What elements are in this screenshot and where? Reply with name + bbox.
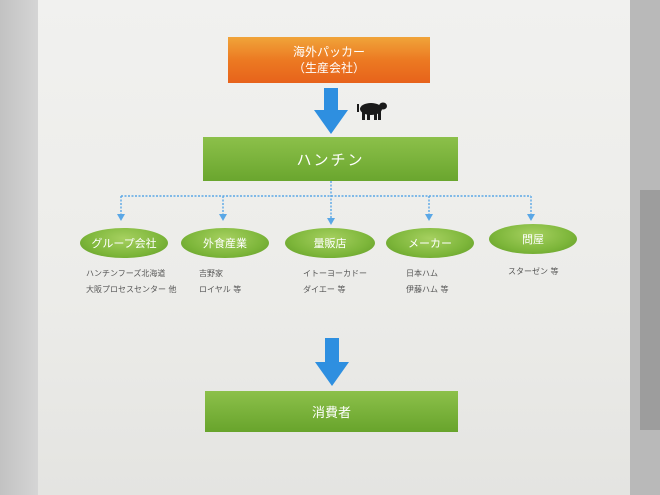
consumer-label: 消費者 <box>311 406 351 421</box>
detail-line: 吉野家 <box>199 269 223 278</box>
background-wall-left <box>0 0 40 495</box>
category-label: 問屋 <box>522 233 544 246</box>
arrow-down-icon <box>314 88 348 134</box>
background-wall-right <box>630 0 660 495</box>
hanchin-box: ハンチン <box>203 137 458 181</box>
arrow-down-icon <box>315 338 349 386</box>
category-details-food-service: 吉野家 ロイヤル 等 <box>199 266 241 298</box>
overseas-packer-sublabel: （生産会社） <box>292 61 365 75</box>
detail-line: スターゼン 等 <box>508 267 559 276</box>
detail-line: 日本ハム <box>406 269 438 278</box>
connector-arrowheads <box>117 214 535 225</box>
category-details-group-companies: ハンチンフーズ北海道 大阪プロセスセンター 他 <box>86 266 177 298</box>
category-label: メーカー <box>408 237 452 250</box>
category-details-wholesalers: スターゼン 等 <box>508 264 559 280</box>
category-pill-group-companies: グループ会社 <box>80 228 168 258</box>
category-label: 外食産業 <box>203 237 247 250</box>
detail-line: ダイエー 等 <box>303 285 346 294</box>
detail-line: 大阪プロセスセンター 他 <box>86 285 177 294</box>
category-label: グループ会社 <box>91 237 157 250</box>
category-details-mass-retailers: イトーヨーカドー ダイエー 等 <box>303 266 367 298</box>
detail-line: 伊藤ハム 等 <box>406 285 449 294</box>
overseas-packer-label: 海外パッカー <box>292 45 365 59</box>
hanchin-label: ハンチン <box>296 150 365 169</box>
category-label: 量販店 <box>313 237 347 250</box>
overseas-packer-box: 海外パッカー （生産会社） <box>228 37 430 83</box>
detail-line: イトーヨーカドー <box>303 269 367 278</box>
category-pill-mass-retailers: 量販店 <box>285 228 375 258</box>
cow-icon <box>357 102 387 120</box>
category-pill-wholesalers: 問屋 <box>489 224 577 254</box>
detail-line: ハンチンフーズ北海道 <box>86 269 166 278</box>
tree-connector <box>120 181 532 222</box>
category-pill-manufacturers: メーカー <box>386 228 474 258</box>
detail-line: ロイヤル 等 <box>199 285 242 294</box>
category-details-manufacturers: 日本ハム 伊藤ハム 等 <box>406 266 449 298</box>
category-pill-food-service: 外食産業 <box>181 228 269 258</box>
wall-fixture <box>640 190 660 430</box>
consumer-box: 消費者 <box>205 391 458 432</box>
